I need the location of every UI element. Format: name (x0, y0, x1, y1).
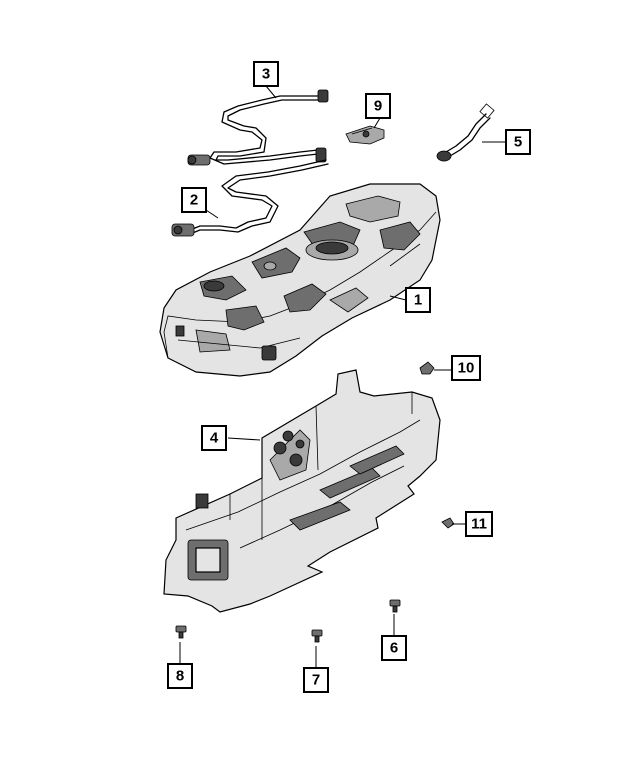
callout-6: 6 (381, 635, 407, 661)
fuel-tank (159, 183, 441, 377)
bolt-7 (311, 629, 323, 643)
callout-2: 2 (181, 187, 207, 213)
callout-1: 1 (405, 287, 431, 313)
svg-text:9: 9 (374, 98, 382, 115)
skid-plate (163, 369, 441, 613)
callout-9: 9 (365, 93, 391, 119)
svg-text:3: 3 (262, 66, 270, 83)
svg-text:6: 6 (390, 640, 398, 657)
callout-7: 7 (303, 667, 329, 693)
bolt-8 (175, 625, 187, 639)
callout-11: 11 (465, 511, 493, 537)
callout-3: 3 (253, 61, 279, 87)
svg-text:10: 10 (458, 360, 475, 377)
svg-text:1: 1 (414, 292, 422, 309)
leader-lines (179, 85, 506, 668)
svg-text:7: 7 (312, 672, 320, 689)
svg-text:5: 5 (514, 134, 522, 151)
callout-10: 10 (451, 355, 481, 381)
callout-5: 5 (505, 129, 531, 155)
bolt-6 (389, 599, 401, 613)
push-pin (441, 517, 455, 529)
svg-text:2: 2 (190, 192, 198, 209)
svg-text:8: 8 (176, 668, 184, 685)
clip-nut (419, 361, 435, 375)
svg-text:4: 4 (210, 430, 219, 447)
fuel-line-lower (171, 159, 329, 237)
fuel-line-upper (187, 89, 329, 166)
svg-text:11: 11 (471, 516, 487, 533)
callout-8: 8 (167, 663, 193, 689)
bracket-part (345, 125, 385, 145)
callout-4: 4 (201, 425, 227, 451)
filler-hose (436, 103, 495, 162)
